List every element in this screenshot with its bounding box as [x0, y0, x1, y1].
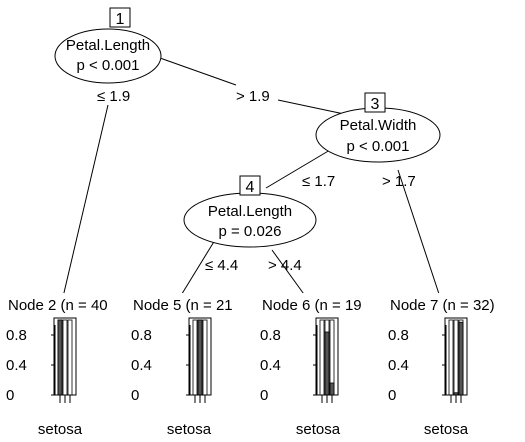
bar-frame — [448, 319, 454, 396]
terminal-node-7: Node 7 (n = 32) 0.8 0.4 0 setosa — [388, 293, 504, 438]
leaf-title: Node 2 (n = 40 — [8, 297, 108, 314]
plot-frame — [444, 317, 468, 396]
node-id-3: 3 — [371, 96, 380, 113]
y-tick-label: 0.4 — [260, 357, 281, 374]
plot-frame — [315, 317, 339, 396]
class-label: setosa — [38, 421, 83, 438]
edge-label-4-right: > 4.4 — [268, 257, 302, 274]
leaf-title: Node 5 (n = 21 — [133, 297, 233, 314]
p-value-4: p = 0.026 — [219, 223, 282, 240]
bar-0 — [57, 319, 63, 396]
leaf-header-bg — [133, 293, 247, 313]
edge-label-3-right: > 1.7 — [382, 173, 416, 190]
y-tick-label: 0.4 — [6, 357, 27, 374]
node-id-1: 1 — [116, 11, 125, 28]
edge-label-1-right: > 1.9 — [236, 88, 270, 105]
bar-1 — [197, 319, 203, 396]
y-tick-label: 0.8 — [131, 327, 152, 344]
plot-frame — [53, 317, 77, 396]
bar-frame — [62, 319, 68, 396]
bar-frame — [192, 319, 198, 396]
y-tick-label: 0.8 — [6, 327, 27, 344]
bar-2 — [458, 321, 464, 396]
edge-4-6 — [271, 249, 307, 298]
inner-node-3: 3 Petal.Width p < 0.001 — [315, 92, 441, 163]
bar-frame — [67, 319, 73, 396]
p-value-1: p < 0.001 — [77, 57, 140, 74]
split-variable-3: Petal.Width — [340, 117, 417, 134]
edge-1-2 — [62, 104, 109, 298]
y-tick-label: 0 — [6, 387, 14, 404]
plot-frame — [188, 317, 212, 396]
edge-label-4-left: ≤ 4.4 — [205, 257, 238, 274]
y-tick-label: 0.4 — [388, 357, 409, 374]
bar-1 — [324, 331, 330, 396]
terminal-node-6: Node 6 (n = 19 0.8 0.4 0 setosa — [260, 293, 376, 438]
edge-1-3-a — [159, 57, 237, 86]
class-label: setosa — [424, 421, 469, 438]
terminal-node-2: Node 2 (n = 40 0.8 0.4 0 setosa — [6, 293, 122, 438]
leaf-header-bg — [262, 293, 376, 313]
class-label: setosa — [296, 421, 341, 438]
terminal-node-5: Node 5 (n = 21 0.8 0.4 0 setosa — [131, 293, 247, 438]
node-id-4: 4 — [246, 179, 255, 196]
y-tick-label: 0 — [388, 387, 396, 404]
p-value-3: p < 0.001 — [347, 138, 410, 155]
leaf-header-bg — [390, 293, 504, 313]
bar-frame — [453, 319, 459, 396]
bar-2 — [329, 382, 335, 396]
y-tick-label: 0 — [131, 387, 139, 404]
y-tick-label: 0.4 — [131, 357, 152, 374]
edge-4-5 — [179, 239, 216, 298]
bar-frame — [202, 319, 208, 396]
leaf-title: Node 6 (n = 19 — [262, 297, 362, 314]
leaf-header-bg — [8, 293, 122, 313]
inner-node-1: 1 Petal.Length p < 0.001 — [54, 7, 162, 84]
inner-node-4: 4 Petal.Length p = 0.026 — [183, 175, 317, 248]
edge-3-4 — [265, 149, 331, 189]
edge-label-1-left: ≤ 1.9 — [97, 88, 130, 105]
y-tick-label: 0.8 — [260, 327, 281, 344]
y-tick-label: 0 — [260, 387, 268, 404]
leaf-title: Node 7 (n = 32) — [390, 297, 495, 314]
bar-frame — [319, 319, 325, 396]
edge-3-7 — [397, 169, 441, 298]
class-label: setosa — [167, 421, 212, 438]
edge-label-3-left: ≤ 1.7 — [302, 173, 335, 190]
y-tick-label: 0.8 — [388, 327, 409, 344]
split-variable-1: Petal.Length — [66, 37, 150, 54]
split-variable-4: Petal.Length — [208, 203, 292, 220]
